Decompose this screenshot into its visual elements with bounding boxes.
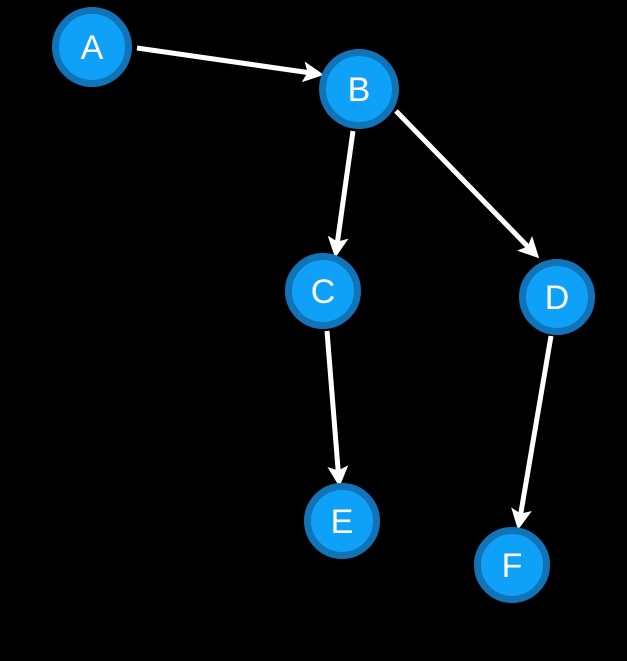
node-circle-d[interactable] <box>519 259 595 335</box>
edge-c-to-e[interactable] <box>324 330 349 487</box>
node-circle-e[interactable] <box>304 483 380 559</box>
node-d[interactable]: D <box>519 259 595 335</box>
node-a[interactable]: A <box>52 7 132 87</box>
edge-b-to-c[interactable] <box>327 130 356 258</box>
node-circle-c[interactable] <box>285 253 361 329</box>
edge-a-to-b[interactable] <box>136 45 324 83</box>
node-circle-a[interactable] <box>52 7 132 87</box>
node-b[interactable]: B <box>319 49 399 129</box>
edges-layer <box>136 45 554 530</box>
node-e[interactable]: E <box>304 483 380 559</box>
node-c[interactable]: C <box>285 253 361 329</box>
node-circle-f[interactable] <box>474 527 550 603</box>
nodes-layer: A B C D E F <box>52 7 595 603</box>
edge-d-to-f[interactable] <box>511 335 554 530</box>
edge-b-to-d[interactable] <box>394 109 540 259</box>
node-f[interactable]: F <box>474 527 550 603</box>
node-circle-b[interactable] <box>319 49 399 129</box>
